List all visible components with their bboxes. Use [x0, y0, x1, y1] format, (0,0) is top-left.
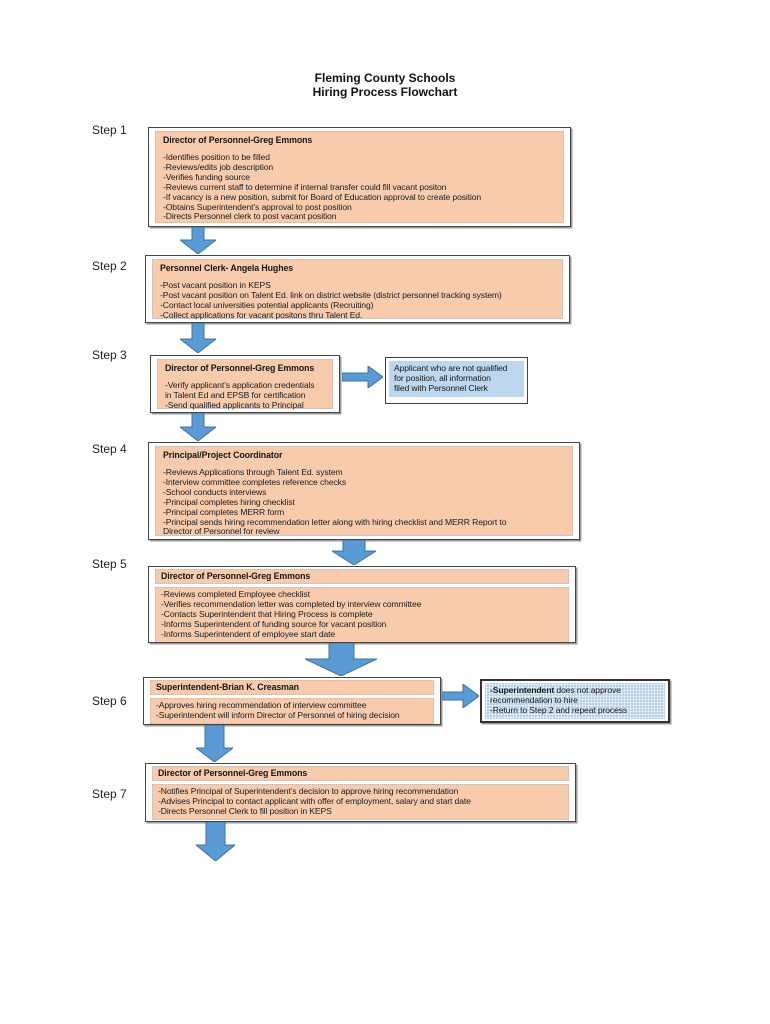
step-6-side-note: -Superintendent does not approve recomme… [480, 679, 670, 723]
step-2-content: Personnel Clerk- Angela Hughes -Post vac… [152, 259, 563, 320]
box-line: -Superintendent will inform Director of … [156, 709, 400, 720]
down-arrow-icon [180, 227, 216, 254]
page-title: Fleming County Schools Hiring Process Fl… [0, 71, 770, 99]
step-4-box: Principal/Project Coordinator -Reviews A… [148, 442, 580, 540]
down-arrow-icon [332, 540, 376, 565]
box-line: -Identifies position to be filled [163, 152, 270, 162]
box-line: -Principal completes MERR form [163, 506, 285, 517]
box-line: -Principal sends hiring recommendation l… [163, 516, 507, 527]
step-6-header: Superintendent-Brian K. Creasman [156, 682, 299, 692]
step-label-2: Step 2 [92, 259, 127, 273]
step-label-3: Step 3 [92, 348, 127, 362]
box-line: -Contacts Superintendent that Hiring Pro… [161, 608, 373, 619]
box-line: -School conducts interviews [163, 486, 267, 497]
step-3-content: Director of Personnel-Greg Emmons -Verif… [157, 359, 333, 410]
box-line: -Verifies funding source [163, 171, 250, 182]
box-line: -Informs Superintendent of funding sourc… [161, 618, 387, 629]
step-2-header: Personnel Clerk- Angela Hughes [160, 263, 294, 273]
note-line: for position, all information [394, 373, 491, 383]
down-arrow-icon [180, 323, 216, 353]
box-line: -Principal completes hiring checklist [163, 496, 295, 507]
step-label-5: Step 5 [92, 557, 127, 571]
step-7-header: Director of Personnel-Greg Emmons [158, 768, 308, 778]
step-label-6: Step 6 [92, 694, 127, 708]
box-line: -Reviews Applications through Talent Ed.… [163, 467, 343, 477]
step-3-header: Director of Personnel-Greg Emmons [165, 363, 315, 373]
note-bold-text: -Superintendent [490, 685, 555, 695]
box-line: -Directs Personnel clerk to post vacant … [163, 211, 337, 222]
note-line: -Return to Step 2 and repeat process [490, 705, 628, 715]
box-line: -Contact local universities potential ap… [160, 299, 374, 310]
box-line: -Reviews/edits job description [163, 161, 274, 172]
down-arrow-icon [305, 643, 377, 676]
box-line: -Verifies recommendation letter was comp… [161, 598, 422, 609]
box-line: -Obtains Superintendent’s approval to po… [163, 201, 352, 212]
right-arrow-icon [342, 366, 383, 388]
box-line: -Reviews completed Employee checklist [161, 589, 310, 599]
step-7-body-bar: -Notifies Principal of Superintendent’s … [152, 784, 569, 820]
step-6-body-bar: -Approves hiring recommendation of inter… [150, 698, 434, 724]
box-line: -Collect applications for vacant positon… [160, 309, 363, 320]
step-5-header: Director of Personnel-Greg Emmons [161, 571, 311, 581]
step-3-side-note-content: Applicant who are not qualified for posi… [389, 361, 524, 397]
box-line: -If vacancy is a new position, submit fo… [163, 191, 482, 202]
step-1-content: Director of Personnel-Greg Emmons -Ident… [155, 131, 564, 223]
step-3-box: Director of Personnel-Greg Emmons -Verif… [150, 355, 340, 413]
note-line: Applicant who are not qualified [394, 363, 508, 373]
box-line: -Reviews current staff to determine if i… [163, 181, 447, 192]
box-line: -Verify applicant’s application credenti… [165, 380, 315, 390]
box-line: -Post vacant position on Talent Ed. link… [160, 289, 502, 300]
box-line: -Post vacant position in KEPS [160, 280, 271, 290]
step-1-header: Director of Personnel-Greg Emmons [163, 135, 313, 145]
step-1-box: Director of Personnel-Greg Emmons -Ident… [148, 127, 571, 227]
right-arrow-icon [442, 684, 479, 708]
title-line-2: Hiring Process Flowchart [312, 85, 458, 99]
box-line: -Informs Superintendent of employee star… [161, 628, 336, 639]
down-arrow-icon [180, 413, 216, 441]
step-4-header: Principal/Project Coordinator [163, 450, 283, 460]
box-line: Director of Personnel for review [163, 526, 280, 537]
step-5-body-bar: -Reviews completed Employee checklist -V… [155, 587, 569, 642]
down-arrow-icon [196, 822, 235, 861]
note-text: does not approve [554, 685, 621, 695]
box-line: -Approves hiring recommendation of inter… [156, 700, 367, 710]
step-6-side-note-content: -Superintendent does not approve recomme… [485, 683, 665, 719]
step-7-header-bar: Director of Personnel-Greg Emmons [152, 766, 569, 781]
step-5-box: Director of Personnel-Greg Emmons -Revie… [148, 566, 576, 643]
step-6-header-bar: Superintendent-Brian K. Creasman [150, 680, 434, 695]
step-4-content: Principal/Project Coordinator -Reviews A… [155, 446, 573, 536]
title-line-1: Fleming County Schools [314, 71, 456, 85]
box-line: -Send qualified applicants to Principal [165, 399, 304, 410]
step-label-1: Step 1 [92, 123, 127, 137]
step-3-side-note: Applicant who are not qualified for posi… [385, 357, 528, 404]
step-label-7: Step 7 [92, 787, 127, 801]
step-label-4: Step 4 [92, 442, 127, 456]
box-line: -Advises Principal to contact applicant … [158, 795, 471, 806]
note-line: filed with Personnel Clerk [394, 383, 488, 393]
box-line: -Notifies Principal of Superintendent’s … [158, 786, 459, 796]
step-6-box: Superintendent-Brian K. Creasman -Approv… [143, 677, 441, 725]
down-arrow-icon [196, 725, 233, 762]
note-line: recommendation to hire [490, 695, 578, 705]
box-line: in Talent Ed and EPSB for certification [165, 389, 306, 400]
step-7-box: Director of Personnel-Greg Emmons -Notif… [145, 763, 576, 822]
box-line: -Interview committee completes reference… [163, 476, 347, 487]
box-line: -Directs Personnel Clerk to fill positio… [158, 805, 332, 816]
step-5-header-bar: Director of Personnel-Greg Emmons [155, 569, 569, 584]
note-line: -Superintendent does not approve [490, 685, 660, 695]
step-2-box: Personnel Clerk- Angela Hughes -Post vac… [145, 255, 570, 323]
